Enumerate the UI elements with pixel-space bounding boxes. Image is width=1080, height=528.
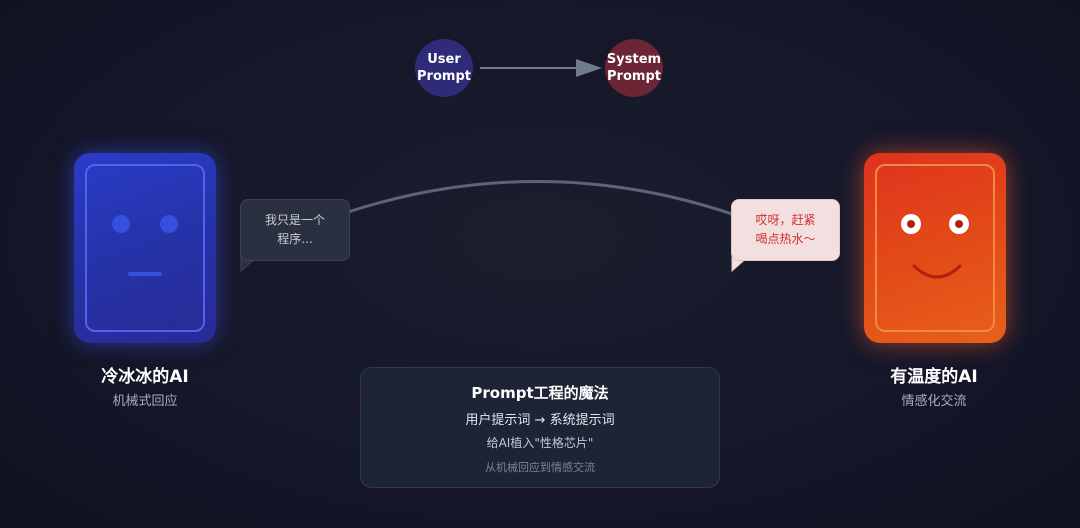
warm-right-eye-icon — [949, 214, 969, 234]
info-box-line2: 给AI植入"性格芯片" — [486, 436, 594, 450]
user-prompt-node: User Prompt — [415, 39, 473, 97]
warm-left-eye-icon — [901, 214, 921, 234]
info-box-title: Prompt工程的魔法 — [471, 384, 609, 402]
user-prompt-label-line2: Prompt — [417, 69, 471, 84]
system-prompt-label-line2: Prompt — [607, 69, 661, 84]
warm-ai-screen — [875, 164, 995, 332]
cold-right-eye-icon — [160, 215, 178, 233]
warm-smile-icon — [912, 264, 962, 279]
flow-arrow-icon — [480, 59, 602, 77]
system-prompt-label-line1: System — [606, 52, 662, 67]
warm-ai-title: 有温度的AI — [890, 367, 978, 387]
warm-speech-bubble: 哎呀，赶紧 喝点热水～ — [731, 199, 840, 261]
user-prompt-label-line1: User — [427, 52, 461, 67]
warm-ai-subtitle: 情感化交流 — [901, 394, 967, 409]
cold-ai-phone — [74, 153, 216, 343]
info-box-line3: 从机械回应到情感交流 — [485, 461, 595, 474]
cold-bubble-line1: 我只是一个 — [264, 213, 325, 227]
cold-flat-mouth-icon — [128, 272, 162, 276]
prompt-magic-info-box: Prompt工程的魔法 用户提示词 → 系统提示词 给AI植入"性格芯片" 从机… — [360, 367, 720, 488]
warm-bubble-line1: 哎呀，赶紧 — [755, 213, 816, 227]
warm-ai-phone — [864, 153, 1006, 343]
cold-ai-subtitle: 机械式回应 — [112, 394, 178, 409]
cold-ai-title: 冷冰冰的AI — [101, 367, 189, 387]
cold-speech-bubble: 我只是一个 程序... — [240, 199, 350, 261]
info-box-line1: 用户提示词 → 系统提示词 — [465, 413, 615, 428]
system-prompt-node: System Prompt — [605, 39, 663, 97]
cold-ai-screen — [85, 164, 205, 332]
warm-bubble-line2: 喝点热水～ — [755, 232, 816, 246]
cold-left-eye-icon — [112, 215, 130, 233]
cold-bubble-line2: 程序... — [277, 232, 313, 246]
